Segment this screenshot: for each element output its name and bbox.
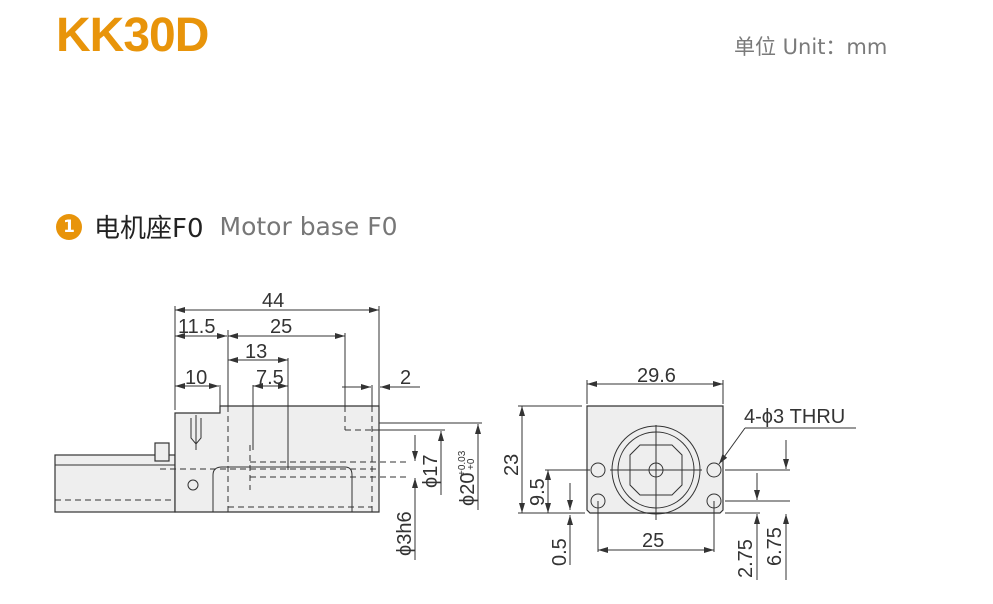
dim-phi17: ϕ17 [420,455,442,488]
rail [54,454,176,513]
unit-label: 单位 Unit：mm [734,35,888,59]
dim-11-5: 11.5 [178,316,215,338]
product-title: KK30D [56,9,209,62]
dim-phi20-tol-lower: +0 [466,458,477,470]
section-heading: 1 电机座F0 Motor base F0 [56,208,398,245]
front-view: 29.6 4-ϕ3 THRU 23 9.5 0.5 25 2.75 6.75 [501,365,856,580]
dim-2: 2 [400,367,411,389]
dim-29-6: 29.6 [637,365,676,387]
dim-7-5: 7.5 [256,367,284,389]
dim-25-side: 25 [270,316,292,338]
dim-25-front: 25 [642,530,664,552]
dim-0-5: 0.5 [549,538,571,566]
dim-phi20-tol-upper: +0.03 [457,450,468,476]
holes-callout: 4-ϕ3 THRU [744,406,845,428]
dim-44: 44 [262,290,284,312]
dim-10: 10 [185,367,207,389]
dim-phi20: ϕ20 [457,473,479,506]
section-title-en: Motor base F0 [219,212,398,241]
dim-2-75: 2.75 [735,539,757,578]
dim-9-5: 9.5 [527,478,549,506]
motor-base-body [174,405,380,513]
motor-base-front [586,405,724,514]
coupling-stub [154,442,170,462]
dim-23: 23 [501,454,523,476]
section-number-badge: 1 [56,213,82,240]
dim-13: 13 [245,341,267,363]
dim-phi3h6: ϕ3h6 [394,511,416,556]
dim-6-75: 6.75 [764,527,786,566]
side-view: 44 11.5 25 13 7.5 10 2 ϕ17 ϕ20 +0.03 +0 … [54,290,482,560]
section-title-cn: 电机座F0 [94,214,204,244]
